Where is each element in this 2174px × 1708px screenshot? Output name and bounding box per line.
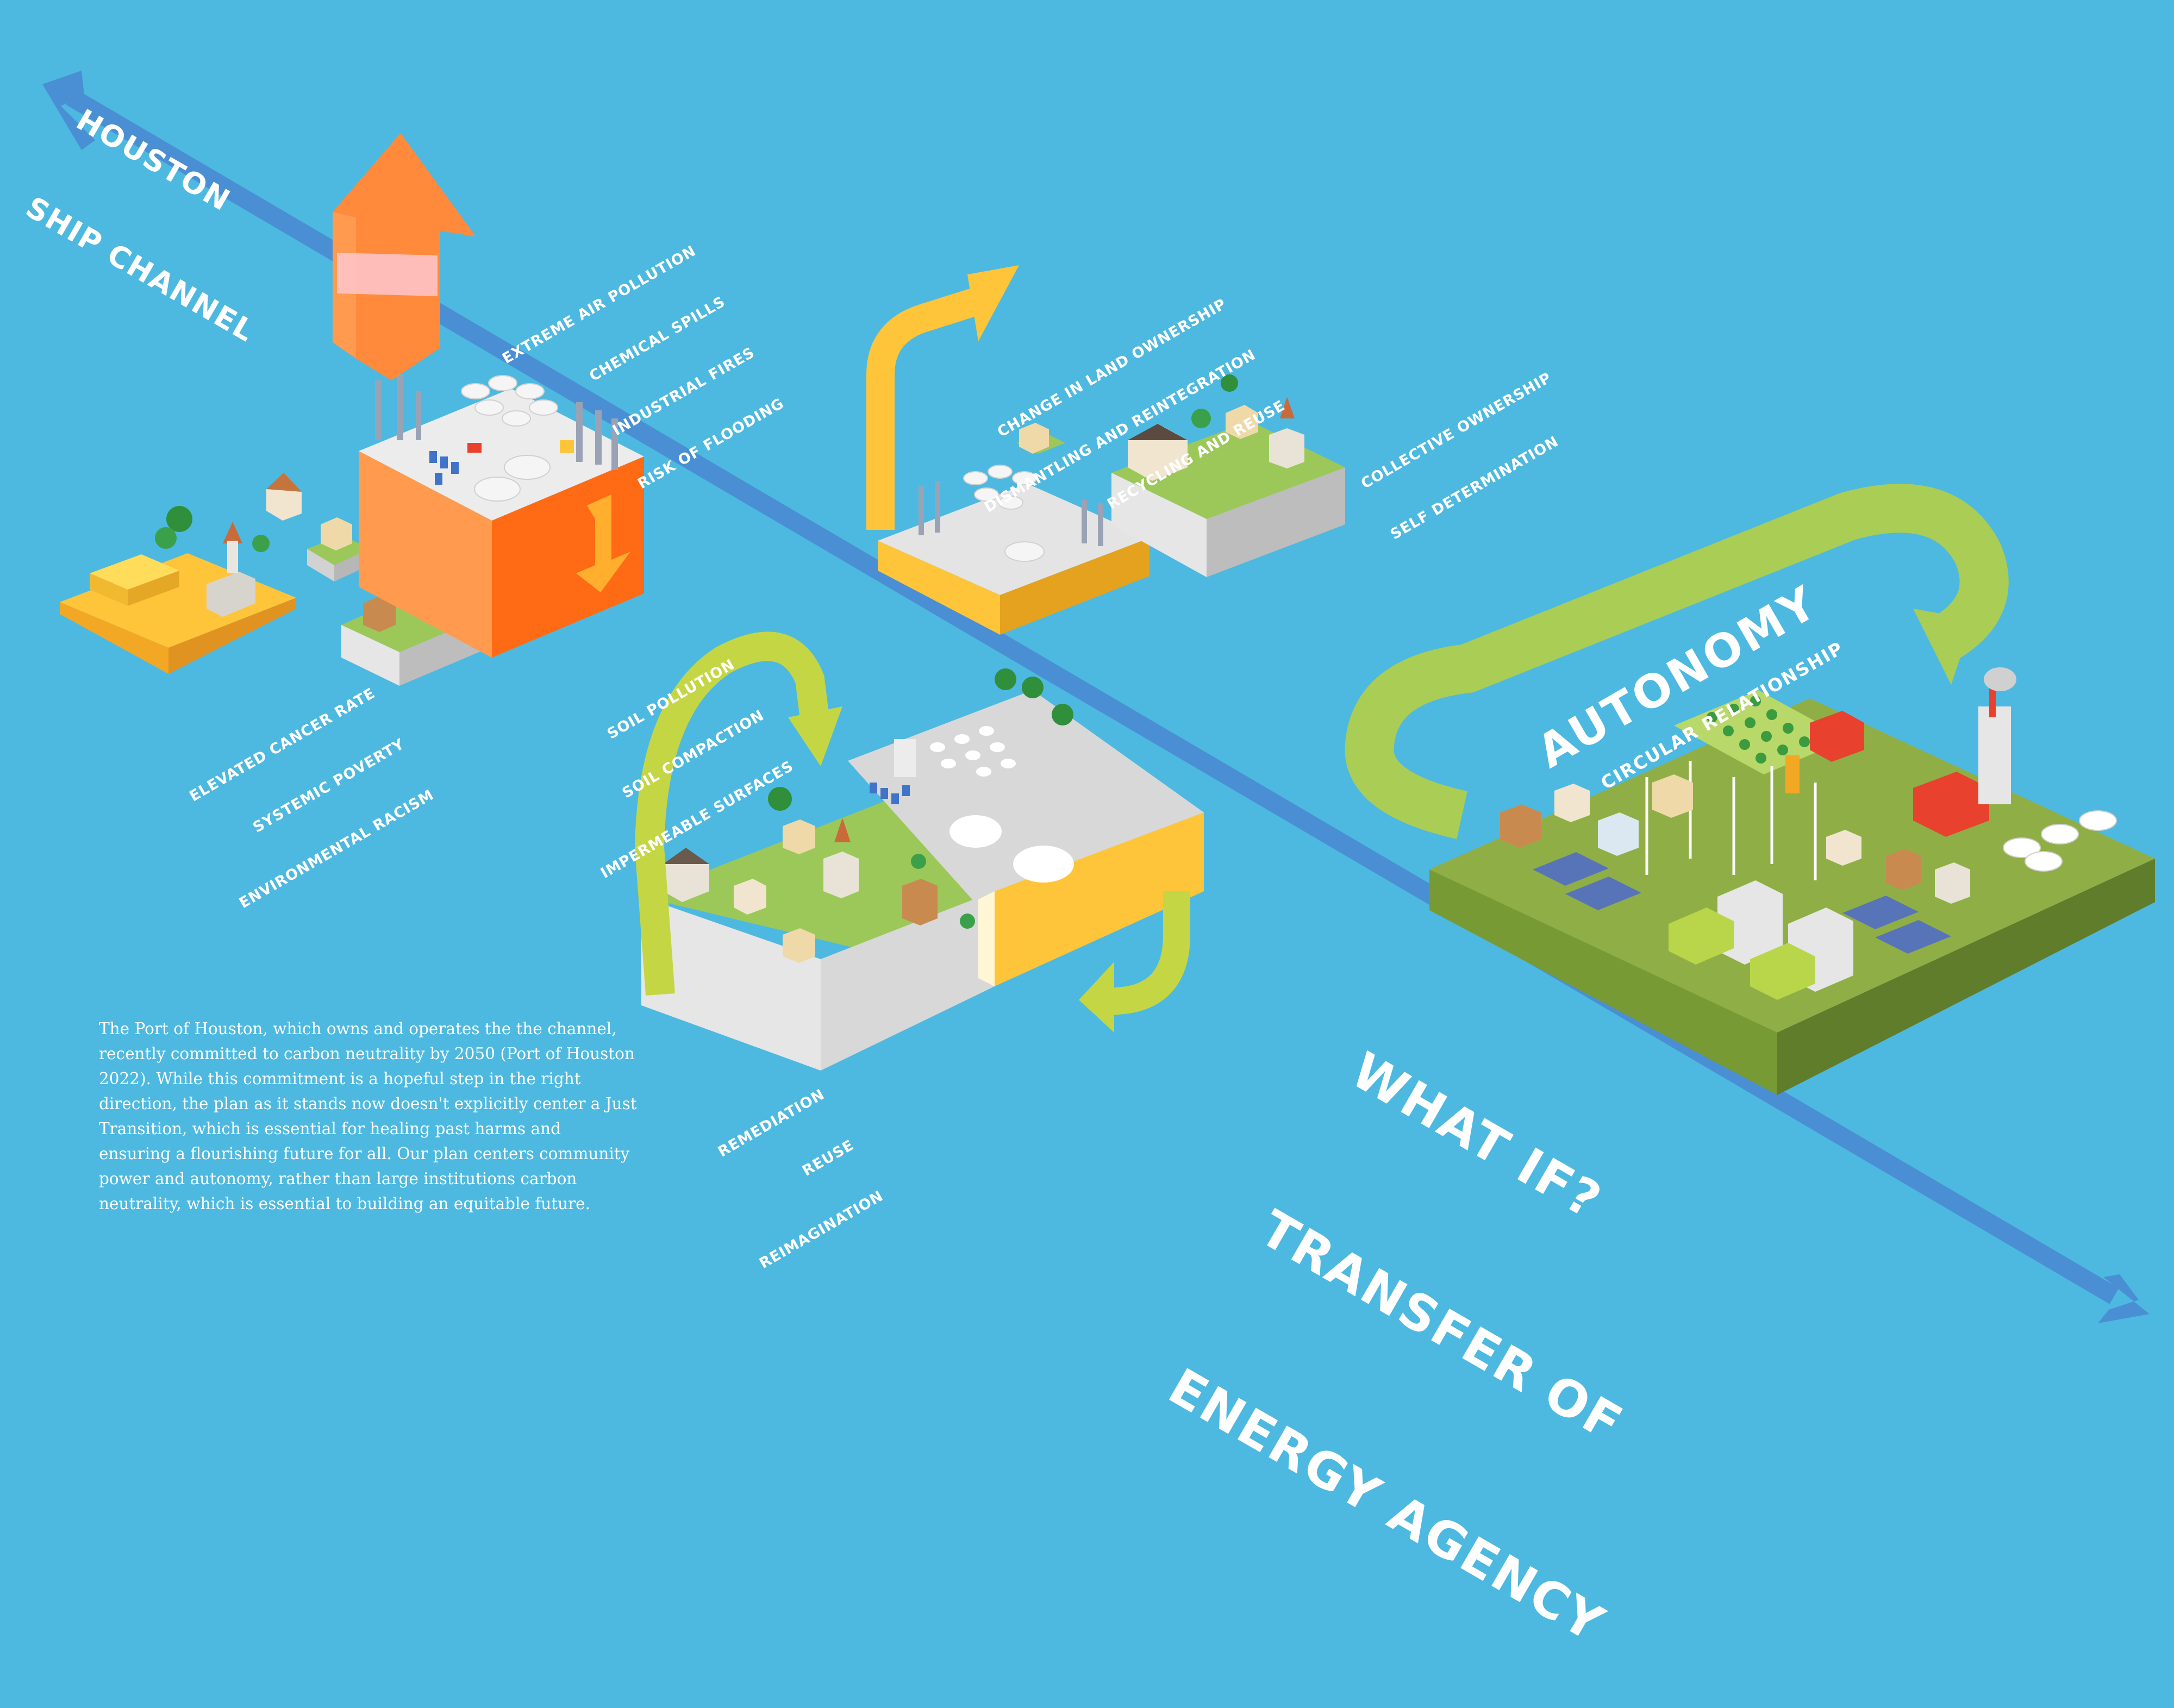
illustration (42, 71, 2155, 1323)
collective-tile (1016, 374, 1345, 577)
remediation-tile (634, 631, 1204, 1071)
farm-tile (60, 506, 296, 674)
refinery-tile (866, 265, 1150, 635)
autonomy-tile (1345, 484, 2155, 1095)
industrial-block (333, 133, 644, 658)
description-paragraph: The Port of Houston, which owns and oper… (99, 1019, 637, 1213)
small-house-tiles (266, 473, 370, 581)
infographic: HOUSTON SHIP CHANNEL EXTREME AIR POLLUTI… (20, 71, 2155, 1654)
